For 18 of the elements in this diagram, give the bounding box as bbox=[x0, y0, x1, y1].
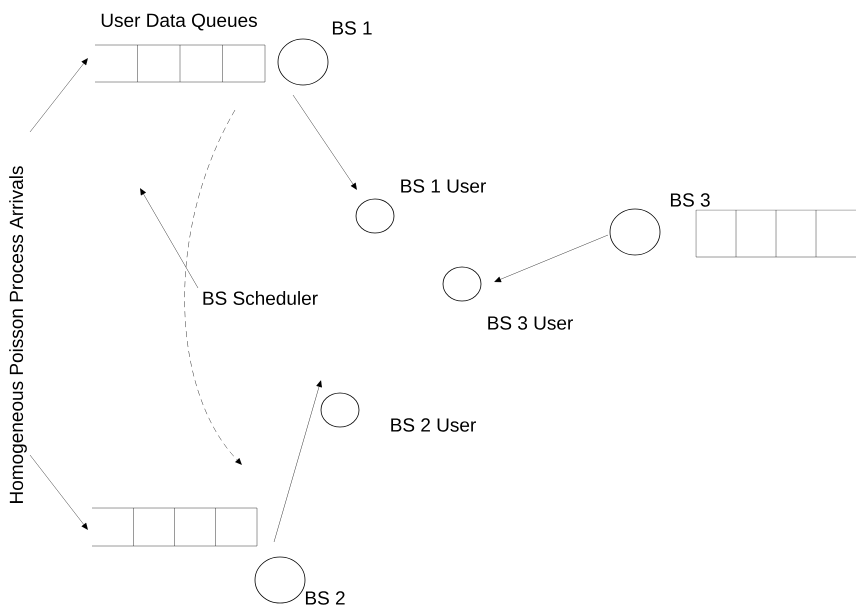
circle-label: BS 2 User bbox=[391, 418, 476, 432]
arrow bbox=[274, 380, 322, 542]
arrow bbox=[30, 454, 88, 530]
arrow bbox=[494, 234, 608, 282]
circle-label: BS 2 bbox=[306, 591, 345, 605]
arrow bbox=[184, 110, 242, 465]
arrow bbox=[30, 58, 88, 132]
queue-drawing bbox=[696, 210, 856, 258]
circle-label: BS 3 bbox=[670, 193, 710, 207]
text-label: BS Scheduler bbox=[203, 291, 318, 305]
queue-label: User Data Queues bbox=[102, 14, 257, 30]
arrow bbox=[292, 94, 357, 190]
arrow bbox=[140, 188, 198, 288]
queue-drawing bbox=[92, 508, 258, 546]
circle-label: BS 1 User bbox=[401, 179, 486, 193]
rotated-label: Homogeneous Poisson Process Arrivals bbox=[9, 166, 27, 503]
circle-label: BS 3 User bbox=[488, 316, 573, 330]
circle-label: BS 1 bbox=[332, 21, 372, 35]
